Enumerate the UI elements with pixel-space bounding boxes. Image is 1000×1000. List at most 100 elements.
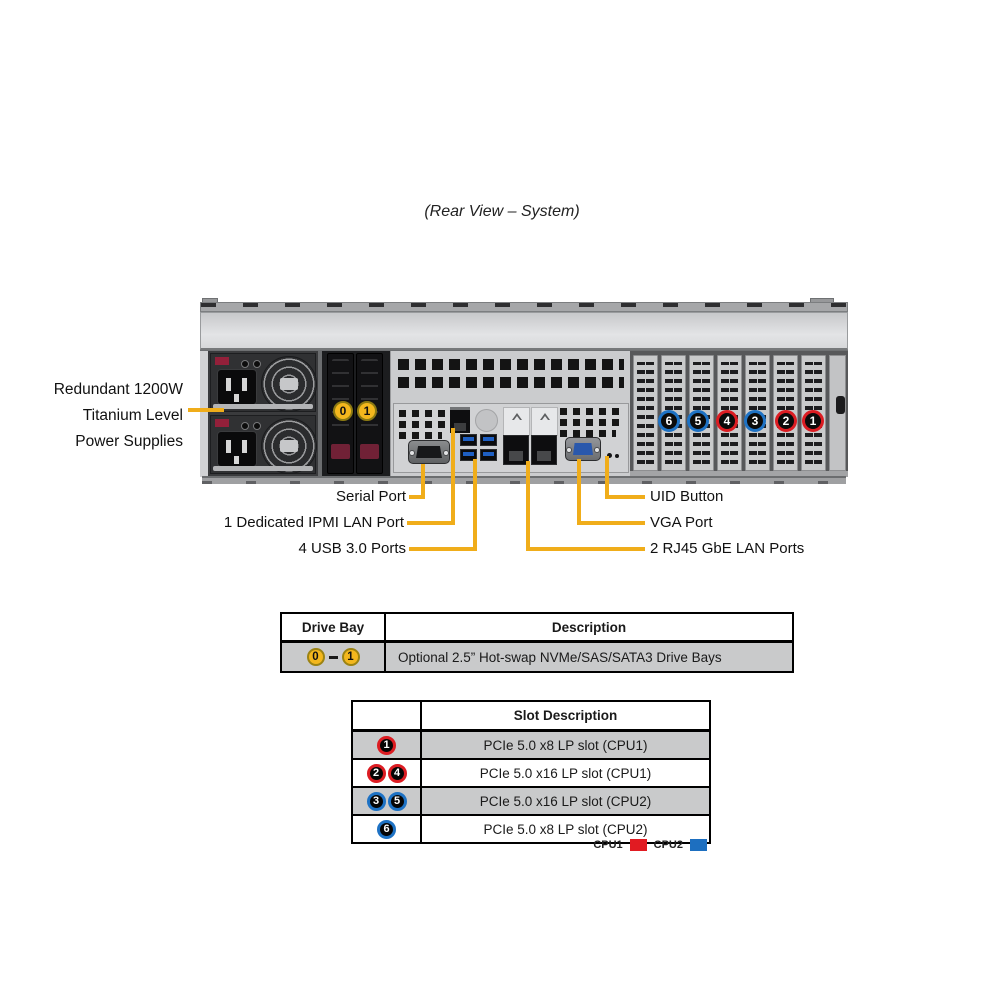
slot-description-cell: PCIe 5.0 x16 LP slot (CPU2) (479, 793, 652, 809)
slot-number-cell: 2 4 (353, 760, 422, 786)
label-lan-ports: 2 RJ45 GbE LAN Ports (650, 540, 805, 557)
drive-bay-number-badge: 0 (333, 401, 353, 421)
psu-label-line: Titanium Level (82, 407, 183, 424)
pcie-side-panel (829, 355, 846, 471)
ac-power-inlet (217, 431, 257, 467)
psu-handle (213, 404, 313, 409)
psu-button (253, 360, 261, 368)
vent-grille (560, 419, 623, 426)
callout-line-serial (421, 464, 425, 499)
vent-grille (398, 377, 624, 388)
psu-fan-grille (261, 356, 317, 412)
drive-bay-section: 0 1 (322, 351, 390, 477)
pcie-slot-number-badge: 2 (775, 410, 797, 432)
uid-led (615, 454, 619, 458)
usb-port (460, 434, 477, 446)
slot-number-badge: 4 (387, 763, 407, 783)
slot-table-row: 6 PCIe 5.0 x8 LP slot (CPU2) (353, 814, 709, 842)
slot-description-cell: PCIe 5.0 x16 LP slot (CPU1) (479, 765, 652, 781)
callout-line-lan (526, 461, 530, 551)
chassis-bottom-rail (202, 476, 846, 484)
slot-description-table: Slot Description 1 PCIe 5.0 x8 LP slot (… (351, 700, 711, 844)
drive-bay-number-badge: 1 (357, 401, 377, 421)
slot-description-cell: PCIe 5.0 x8 LP slot (CPU1) (483, 737, 648, 753)
psu-led (241, 422, 249, 430)
slot-number-badge: 2 (366, 763, 386, 783)
ipmi-lan-port (450, 407, 470, 433)
bay-number-badge: 0 (306, 648, 325, 666)
label-usb-ports: 4 USB 3.0 Ports (298, 540, 406, 557)
drive-bay-description: Optional 2.5” Hot-swap NVMe/SAS/SATA3 Dr… (398, 649, 722, 665)
callout-line-uid (605, 456, 609, 499)
slot-table-row: 3 5 PCIe 5.0 x16 LP slot (CPU2) (353, 786, 709, 814)
psu-fan-grille (261, 418, 317, 474)
psu-label: Redundant 1200W Titanium Level Power Sup… (20, 377, 183, 455)
callout-line-vga (577, 521, 645, 525)
chassis-lid (200, 312, 848, 350)
usb-port (480, 449, 497, 461)
slot-table-header: Slot Description (353, 702, 709, 730)
vent-grille (399, 432, 442, 439)
pcie-bottom-rail (630, 471, 848, 477)
callout-line-lan (526, 547, 645, 551)
callout-line-ipmi (407, 521, 455, 525)
slot-number-badge: 1 (377, 735, 396, 755)
usb3-ports (460, 434, 497, 461)
bay-number-badge: 1 (341, 648, 360, 666)
dash-connector (328, 655, 338, 659)
pcie-slot-number-badge: 6 (658, 410, 680, 432)
legend-label-cpu2: CPU2 (653, 839, 683, 851)
psu-latch-tag (215, 357, 229, 365)
pcie-slot-number-badge: 5 (687, 410, 709, 432)
vent-grille (399, 421, 449, 428)
psu-latch-tag (215, 419, 229, 427)
usb-port (460, 449, 477, 461)
drive-bay-table-row: 0 1 Optional 2.5” Hot-swap NVMe/SAS/SATA… (282, 643, 792, 671)
psu-handle (213, 466, 313, 471)
label-ipmi-lan-port: 1 Dedicated IPMI LAN Port (223, 514, 404, 531)
panel-divider (318, 351, 322, 477)
server-rear-chassis: 0 1 (200, 298, 848, 484)
motherboard-io-panel (393, 403, 629, 473)
legend-swatch-cpu1 (629, 839, 647, 851)
chassis-rear-panel: 0 1 (200, 350, 848, 477)
drive-bay-header-cell: Drive Bay (282, 614, 386, 640)
callout-line-serial (409, 495, 425, 499)
callout-line-uid (605, 495, 645, 499)
label-vga-port: VGA Port (650, 514, 713, 531)
cpu-color-legend: CPU1 CPU2 (500, 839, 707, 851)
callout-line-usb (409, 547, 477, 551)
drive-tray-latch (360, 444, 379, 459)
slot-description-header-cell: Slot Description (513, 708, 618, 723)
legend-swatch-cpu2 (690, 839, 707, 851)
round-port-cover (475, 409, 498, 432)
drive-bay-table-header: Drive Bay Description (282, 614, 792, 643)
pcie-slot-number-badge: 1 (802, 410, 824, 432)
vent-grille (560, 408, 623, 415)
chassis-lid-edge (200, 302, 848, 312)
io-section (390, 351, 630, 477)
label-serial-port: Serial Port (335, 488, 406, 505)
slot-number-cell: 1 (353, 732, 422, 758)
pcie-slot-section: 6 5 4 3 2 1 (630, 351, 848, 477)
vent-grille (560, 430, 616, 437)
slot-number-cell: 3 5 (353, 788, 422, 814)
pcie-slot-number-badge: 3 (744, 410, 766, 432)
slot-number-badge: 5 (387, 791, 407, 811)
vga-port (565, 437, 601, 461)
lan-indicator-plate (531, 407, 558, 436)
legend-label-cpu1: CPU1 (593, 839, 623, 851)
power-supply-bay (208, 351, 318, 477)
lan-indicator-plate (503, 407, 530, 436)
callout-line-psu (188, 408, 224, 412)
psu-led (241, 360, 249, 368)
pcie-slot-number-badge: 4 (716, 410, 738, 432)
uid-button (607, 453, 612, 458)
slot-number-badge: 3 (366, 791, 386, 811)
ac-power-inlet (217, 369, 257, 405)
power-supply-module-top (210, 353, 317, 412)
drive-bay-cell: 0 1 (282, 643, 386, 671)
callout-line-ipmi (451, 428, 455, 525)
pcie-bracket (633, 355, 658, 471)
